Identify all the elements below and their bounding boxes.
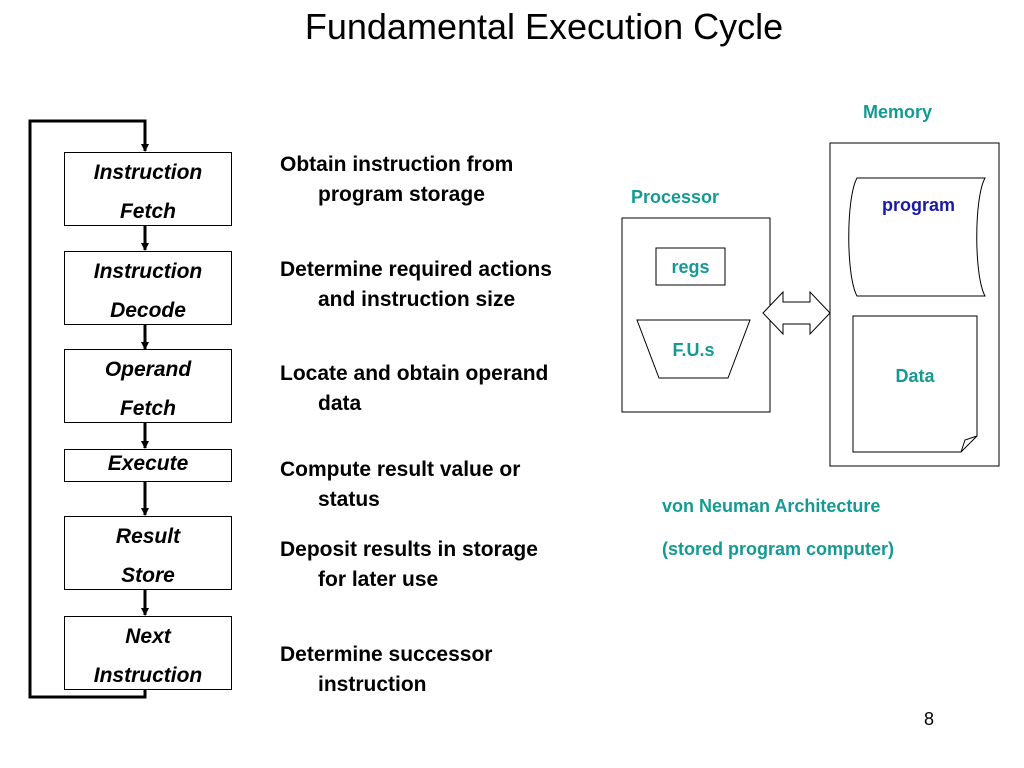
data-page-fold (960, 435, 978, 453)
page-number: 8 (924, 709, 935, 729)
step-label-line2: Store (121, 564, 175, 587)
fus-label: F.U.s (672, 340, 715, 360)
loop-back-line (28, 119, 149, 699)
data-label: Data (895, 366, 935, 386)
regs-box (655, 247, 726, 286)
desc-operand-fetch: Locate and obtain operand data (280, 362, 549, 415)
step-label-line1: Instruction (93, 260, 203, 283)
step-label-line1: Operand (104, 358, 192, 381)
memory-label: Memory (863, 102, 933, 122)
slide-title: Fundamental Execution Cycle (304, 6, 784, 47)
processor-label: Processor (631, 187, 720, 207)
step-label-line1: Next (125, 625, 171, 648)
desc-execute: Compute result value or status (280, 458, 521, 511)
data-page (852, 315, 978, 453)
step-label-line2: Decode (110, 299, 186, 322)
step-label-line2: Instruction (93, 664, 203, 687)
fus-trapezoid (636, 319, 751, 379)
step-next-instruction: Next Instruction (64, 616, 232, 690)
step-label-line1: Instruction (93, 161, 203, 184)
desc-instruction-decode: Determine required actions and instructi… (280, 258, 552, 311)
bus-double-arrow (762, 290, 831, 336)
desc-next-instruction: Determine successor instruction (280, 643, 493, 696)
step-label-line1: Result (115, 525, 181, 548)
desc-result-store: Deposit results in storage for later use (280, 538, 538, 591)
desc-instruction-fetch: Obtain instruction from program storage (280, 153, 514, 206)
step-instruction-decode: Instruction Decode (64, 251, 232, 325)
caption-line2: (stored program computer) (662, 539, 895, 559)
step-label-line2: Fetch (119, 200, 176, 223)
caption-line1: von Neuman Architecture (662, 496, 881, 516)
program-label: program (882, 195, 956, 215)
step-execute: Execute (64, 449, 232, 482)
step-instruction-fetch: Instruction Fetch (64, 152, 232, 226)
step-result-store: Result Store (64, 516, 232, 590)
step-operand-fetch: Operand Fetch (64, 349, 232, 423)
regs-label: regs (671, 257, 710, 277)
processor-box (621, 217, 771, 413)
step-label-line1: Execute (107, 452, 189, 475)
step-label-line2: Fetch (119, 397, 176, 420)
program-shape (848, 177, 986, 297)
